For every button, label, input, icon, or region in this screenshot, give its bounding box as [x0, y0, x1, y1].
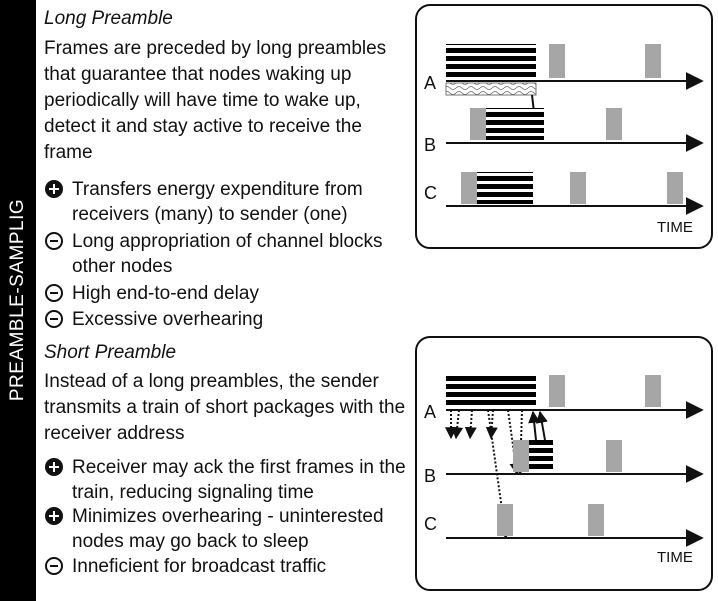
- bullet-text: Transfers energy expenditure from receiv…: [72, 179, 363, 225]
- long-bullet-3: High end-to-end delay: [44, 281, 414, 306]
- bullet-text: Receiver may ack the first frames in the…: [72, 457, 406, 503]
- long-preamble-title: Long Preamble: [44, 8, 173, 29]
- sleep-slot-b: [606, 108, 622, 140]
- ack-data-b: [529, 440, 553, 472]
- overheard-preamble-c: [477, 172, 533, 204]
- wake-slot-b: [513, 440, 529, 472]
- node-label-a: A: [424, 73, 436, 93]
- plus-icon: [45, 507, 63, 525]
- node-label-b: B: [424, 135, 436, 155]
- sleep-slot-c1: [570, 172, 586, 204]
- long-preamble-tail: [445, 82, 537, 96]
- packet-arrow-3: [464, 409, 477, 440]
- long-bullet-1: Transfers energy expenditure from receiv…: [44, 177, 414, 227]
- minus-icon: [45, 284, 63, 302]
- short-bullet-3: Inneficient for broadcast traffic: [44, 554, 414, 579]
- long-bullet-4: Excessive overhearing: [44, 307, 414, 332]
- long-preamble-diagram: A B C TIME: [415, 4, 713, 249]
- sidebar: PREAMBLE-SAMPLIG: [0, 0, 36, 601]
- bullet-text: Excessive overhearing: [72, 309, 264, 330]
- received-preamble-b: [486, 108, 544, 140]
- plus-icon: [45, 180, 63, 198]
- sleep-slot-c: [588, 504, 604, 536]
- short-preamble-train: [446, 374, 536, 407]
- short-bullet-2: Minimizes overhearing - uninterested nod…: [44, 504, 414, 554]
- long-preamble-block: [446, 44, 536, 78]
- minus-icon: [45, 232, 63, 250]
- plus-icon: [45, 458, 63, 476]
- wake-slot-b: [470, 108, 486, 140]
- ack-arrow-2: [535, 410, 548, 441]
- short-preamble-title: Short Preamble: [44, 342, 177, 363]
- short-preamble-description: Instead of a long preambles, the sender …: [44, 371, 406, 444]
- node-label-a: A: [424, 402, 436, 422]
- long-preamble-description: Frames are preceded by long preambles th…: [44, 38, 387, 163]
- node-label-c: C: [424, 514, 437, 534]
- time-axis-label: TIME: [657, 549, 693, 566]
- sleep-slot-a2: [645, 44, 661, 78]
- diagram-frame: [415, 4, 713, 249]
- sleep-slot-a1: [549, 44, 565, 78]
- node-label-b: B: [424, 466, 436, 486]
- sleep-slot-b: [606, 440, 622, 472]
- bullet-text: Long appropriation of channel blocks oth…: [72, 231, 383, 277]
- sleep-slot-c2: [667, 172, 683, 204]
- long-bullet-2: Long appropriation of channel blocks oth…: [44, 229, 414, 279]
- packet-arrow-4: [485, 409, 498, 440]
- packet-arrow-2: [451, 409, 464, 440]
- bullet-text: Inneficient for broadcast traffic: [72, 556, 327, 577]
- time-axis-label: TIME: [657, 219, 693, 236]
- wake-slot-c: [461, 172, 477, 204]
- bullet-text: High end-to-end delay: [72, 283, 259, 304]
- short-preamble-diagram: A B C TIME: [415, 336, 713, 591]
- sleep-slot-a2: [645, 375, 661, 407]
- wake-slot-c: [497, 504, 513, 536]
- bullet-text: Minimizes overhearing - uninterested nod…: [72, 506, 384, 552]
- sleep-slot-a1: [549, 375, 565, 407]
- ack-arrow: [528, 410, 541, 441]
- node-label-c: C: [424, 183, 437, 203]
- short-bullet-1: Receiver may ack the first frames in the…: [44, 455, 414, 505]
- minus-icon: [45, 310, 63, 328]
- minus-icon: [45, 557, 63, 575]
